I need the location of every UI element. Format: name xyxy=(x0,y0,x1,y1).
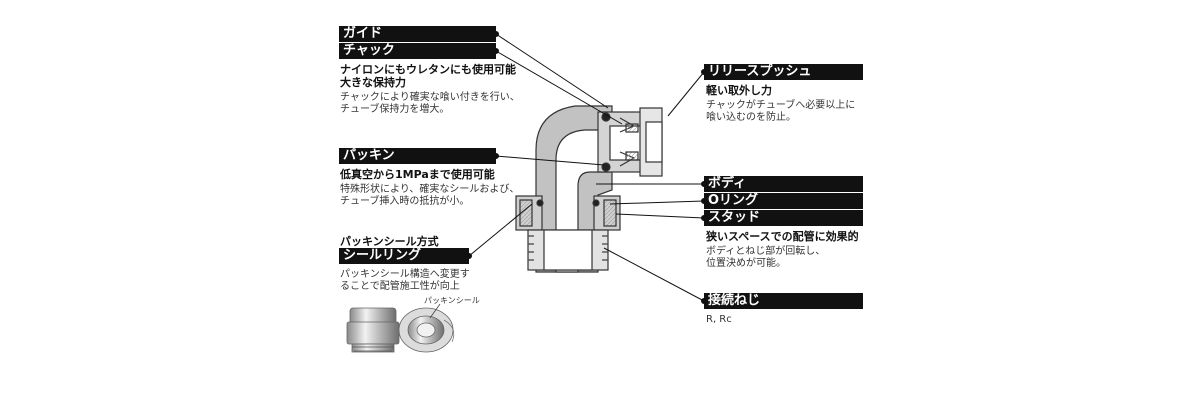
label-packing: パッキン xyxy=(339,148,496,164)
label-seal-ring: シールリング xyxy=(339,248,469,264)
packing-seal-photo xyxy=(398,307,455,353)
release-headline: 軽い取外し力 xyxy=(706,84,772,97)
chuck-headline-1: ナイロンにもウレタンにも使用可能 xyxy=(340,63,516,76)
stud-desc-2: 位置決めが可能。 xyxy=(706,258,786,269)
packing-desc-1: 特殊形状により、確実なシールおよび、 xyxy=(340,184,520,195)
release-desc-1: チャックがチューブへ必要以上に xyxy=(706,100,856,111)
label-oring: Oリング xyxy=(704,193,863,209)
seal-desc-1: パッキンシール構造へ変更す xyxy=(340,269,470,280)
packing-desc-2: チューブ挿入時の抵抗が小。 xyxy=(340,196,470,207)
label-chuck: チャック xyxy=(339,43,496,59)
chuck-desc-1: チャックにより確実な喰い付きを行い、 xyxy=(340,92,520,103)
stud-headline: 狭いスペースでの配管に効果的 xyxy=(706,230,859,243)
stud-desc-1: ボディとねじ部が回転し、 xyxy=(706,246,826,257)
thread-desc: R, Rc xyxy=(706,314,732,325)
label-thread: 接続ねじ xyxy=(704,293,863,309)
label-guide: ガイド xyxy=(339,26,496,42)
seal-method-caption: パッキンシール方式 xyxy=(340,235,439,248)
label-body: ボディ xyxy=(704,176,863,192)
photo-label-packing-seal: パッキンシール xyxy=(424,296,480,305)
release-desc-2: 喰い込むのを防止。 xyxy=(706,112,796,123)
chuck-desc-2: チューブ保持力を増大。 xyxy=(340,104,450,115)
seal-desc-2: ることで配管施工性が向上 xyxy=(340,281,460,292)
fitting-photo xyxy=(346,307,400,353)
label-release-push: リリースプッシュ xyxy=(704,64,863,80)
elbow-body xyxy=(515,105,663,273)
chuck-headline-2: 大きな保持力 xyxy=(340,76,406,89)
label-stud: スタッド xyxy=(704,210,863,226)
packing-headline: 低真空から1MPaまで使用可能 xyxy=(340,168,495,181)
